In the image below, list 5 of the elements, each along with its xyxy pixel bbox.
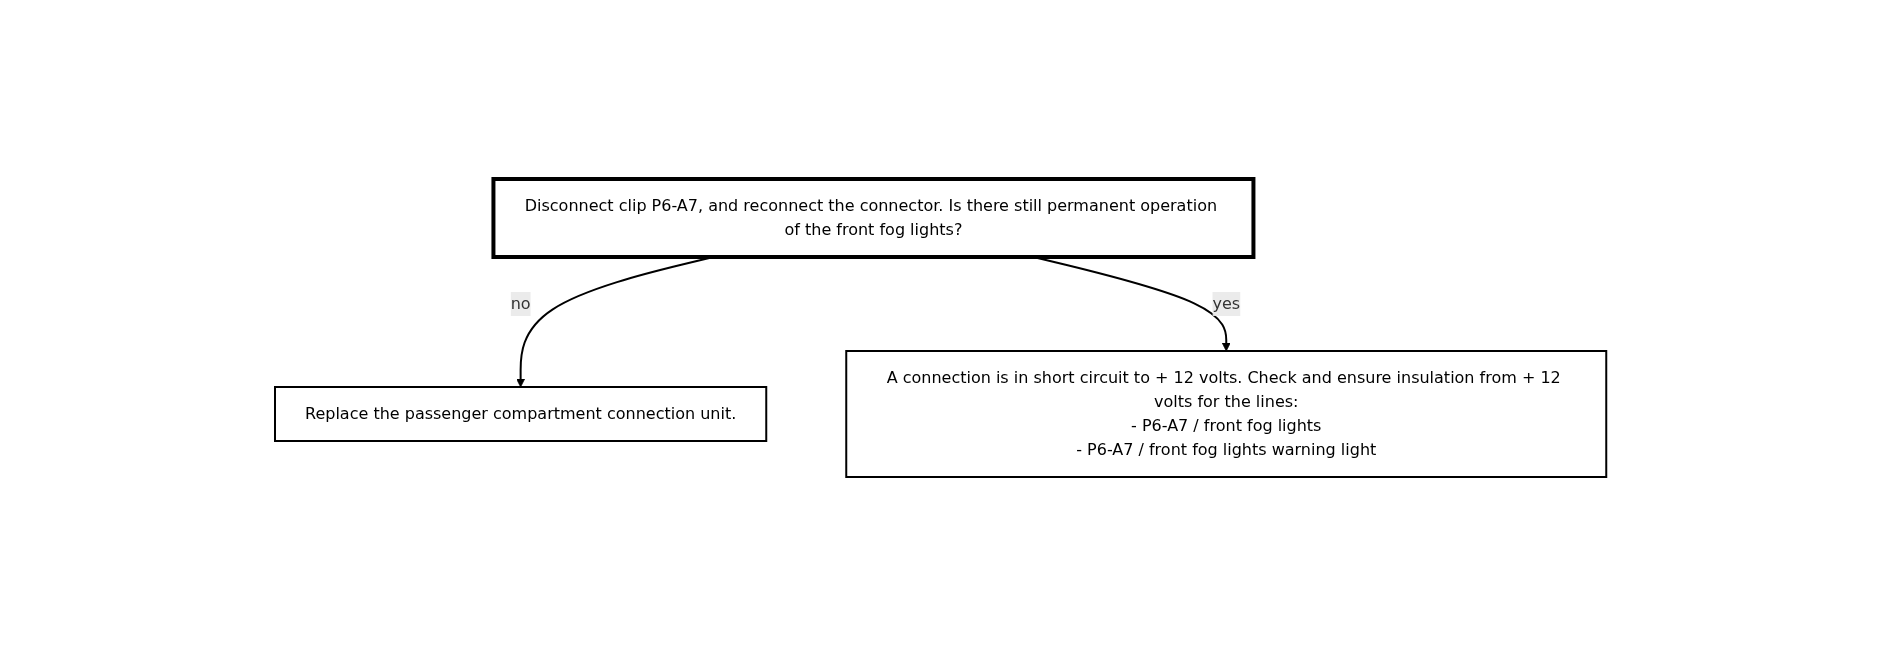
node-box: Disconnect clip P6-A7, and reconnect the connector. Is there still permanent operation of the front fog lights? (491, 177, 1256, 259)
edge-label: yes (1212, 294, 1240, 313)
node-box: A connection is in short circuit to + 12 volts. Check and ensure insulation from + 12 volts for the lines: - P6-A7 / front fog lights - P6-A7 / front fog lights warning light (845, 350, 1608, 478)
edge-label: no (510, 294, 531, 313)
node-box: Replace the passenger compartment connection unit. (273, 386, 768, 442)
